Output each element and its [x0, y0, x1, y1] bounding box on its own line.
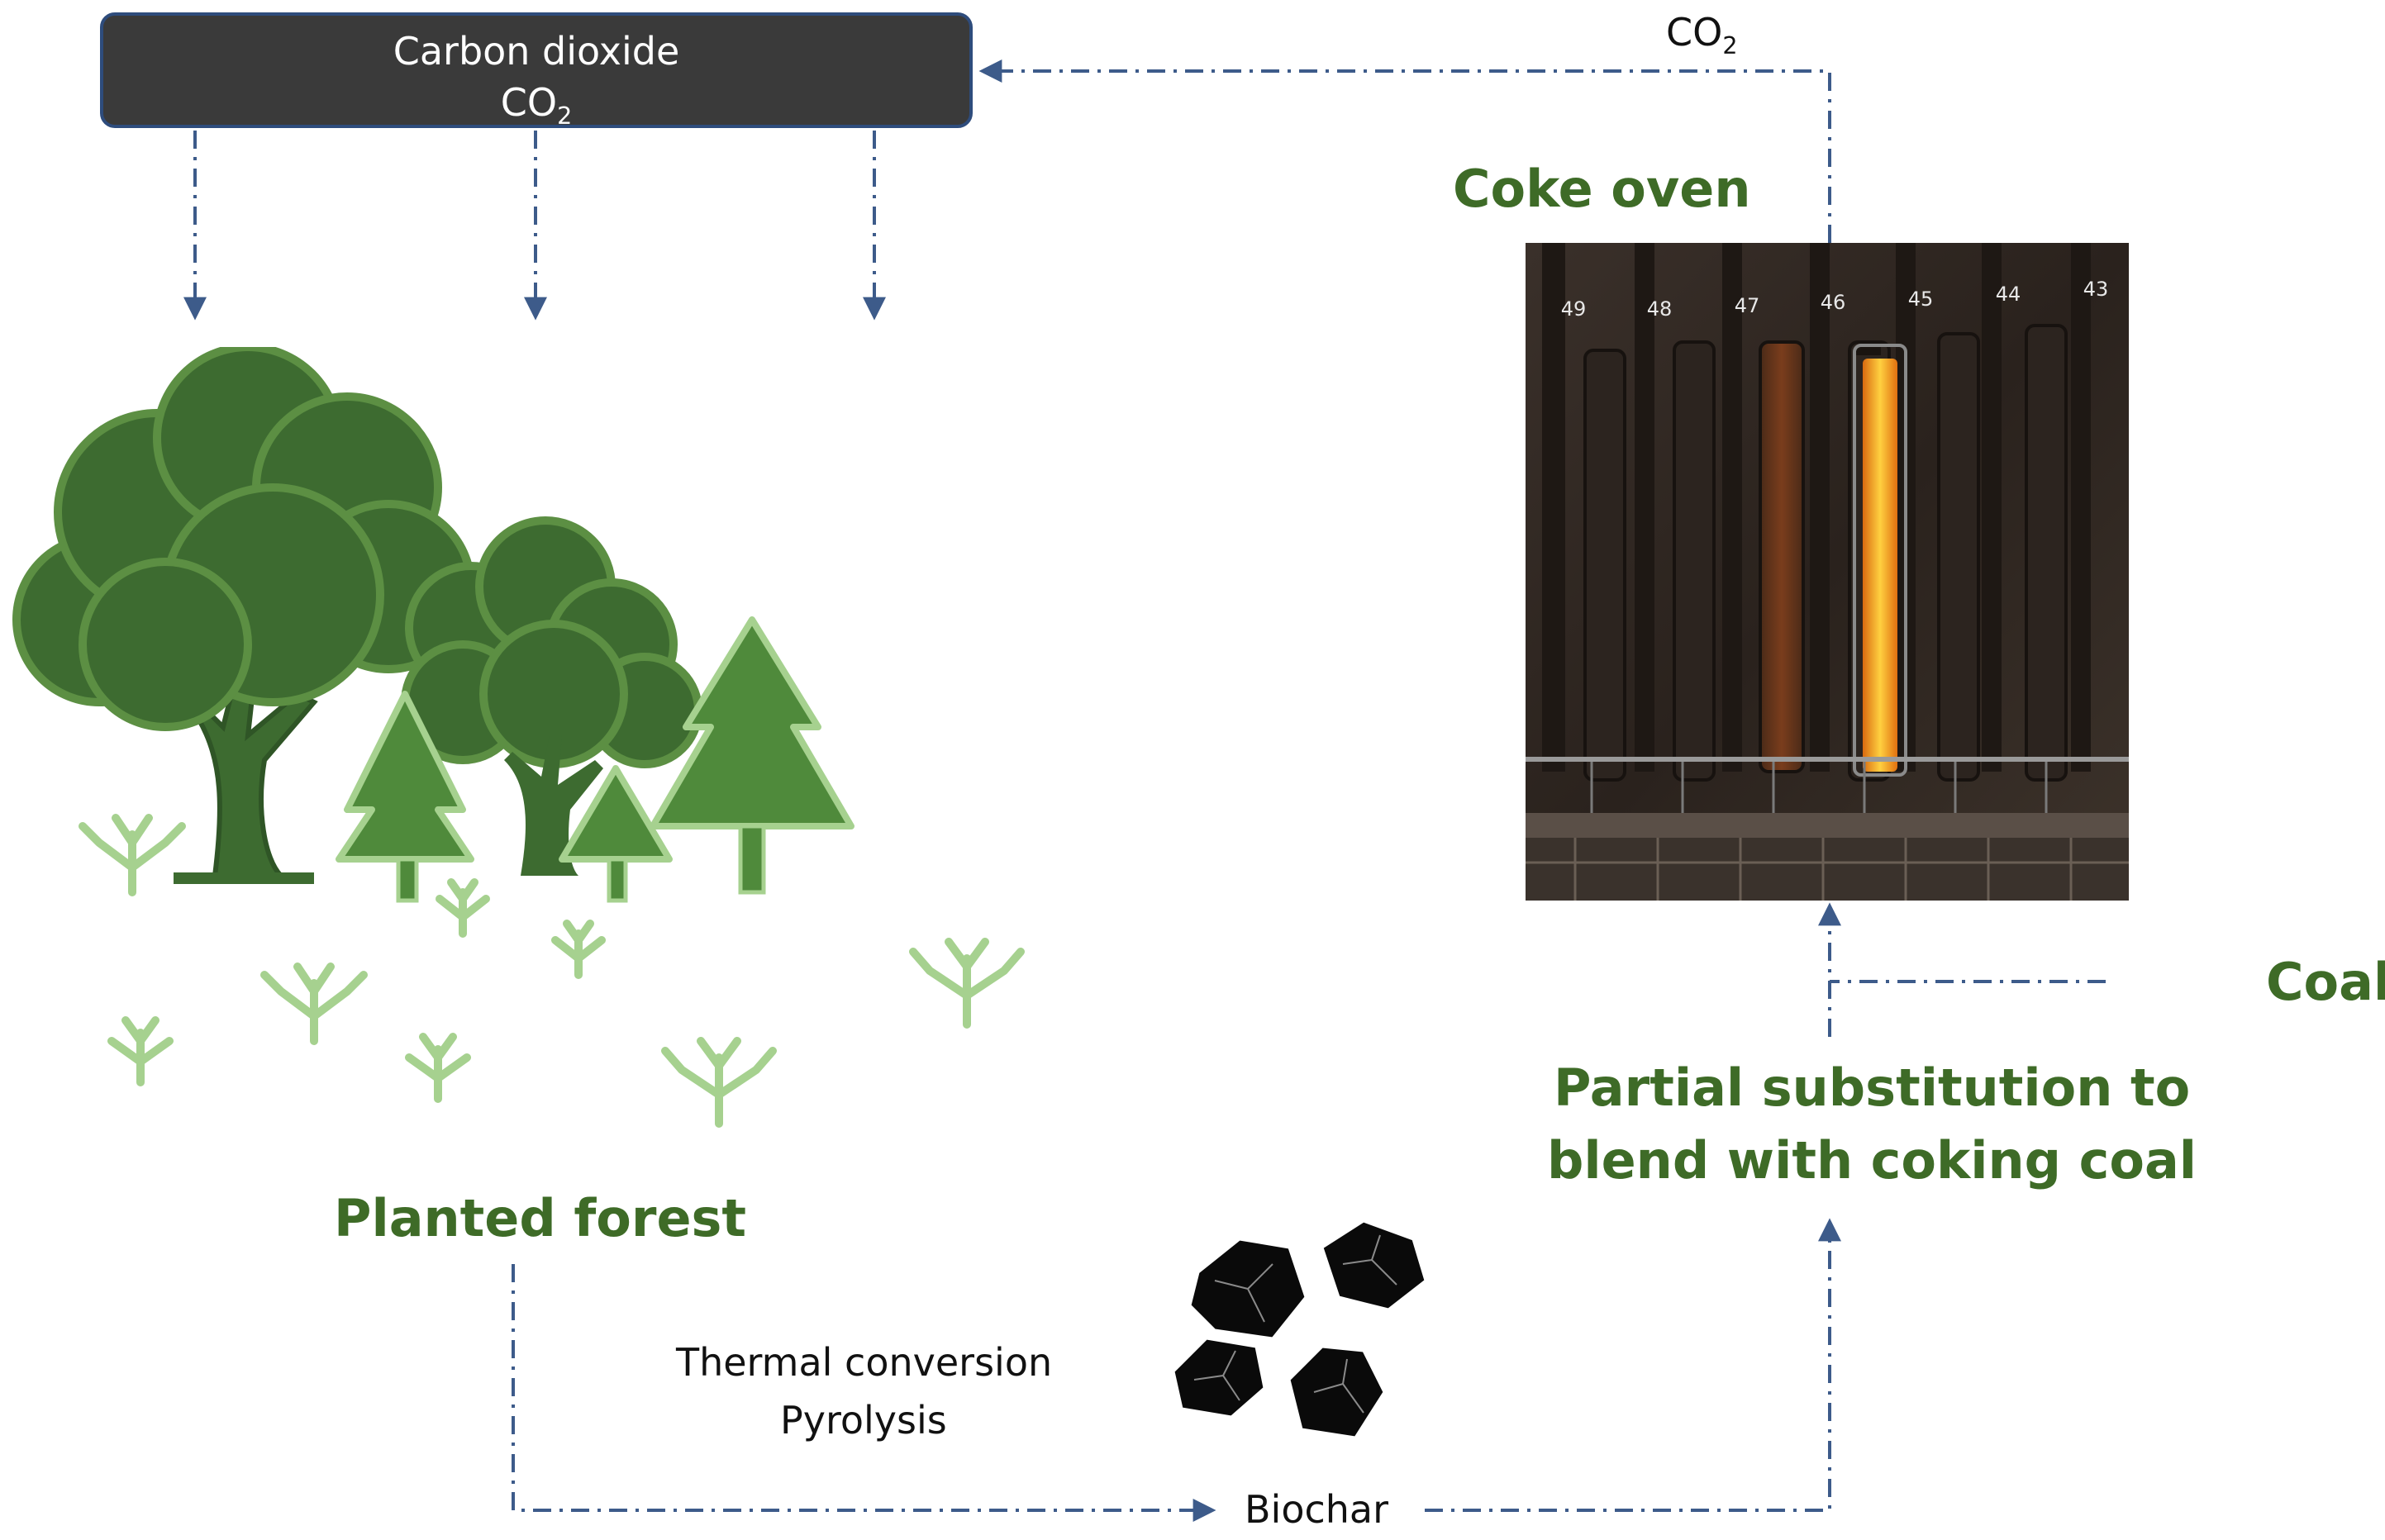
oven-number: 48: [1647, 297, 1673, 321]
carbon-dioxide-title: Carbon dioxide: [393, 29, 680, 74]
coke-oven-photo: 49 48 47 46 45 44 43: [1526, 243, 2129, 901]
forest-to-biochar-arrow: [512, 1264, 1216, 1522]
oven-number: 49: [1561, 297, 1587, 321]
coke-oven-title: Coke oven: [1453, 159, 1751, 219]
biochar-icon: [1172, 1219, 1427, 1439]
substitution-line-2: blend with coking coal: [1547, 1130, 2197, 1191]
biochar-label: Biochar: [1245, 1487, 1389, 1532]
oven-number: 45: [1908, 288, 1934, 311]
carbon-dioxide-box: Carbon dioxide CO2: [100, 12, 973, 130]
oven-number: 47: [1735, 294, 1760, 317]
planted-forest-label: Planted forest: [334, 1188, 747, 1248]
biochar-to-substitution-arrow: [1425, 1218, 1841, 1512]
oven-number: 43: [2083, 278, 2109, 301]
thermal-conversion-label: Thermal conversion: [676, 1340, 1053, 1385]
coal-label: Coal: [2266, 952, 2385, 1012]
substitution-line-1: Partial substitution to: [1554, 1058, 2191, 1118]
oven-number: 44: [1996, 283, 2021, 306]
co2-return-arrow: [978, 59, 1831, 243]
carbon-dioxide-formula: CO2: [500, 80, 573, 130]
oven-number: 46: [1821, 291, 1846, 314]
pyrolysis-label: Pyrolysis: [780, 1398, 947, 1443]
co2-return-label: CO2: [1666, 10, 1738, 59]
forest-illustration: [12, 347, 1025, 1128]
